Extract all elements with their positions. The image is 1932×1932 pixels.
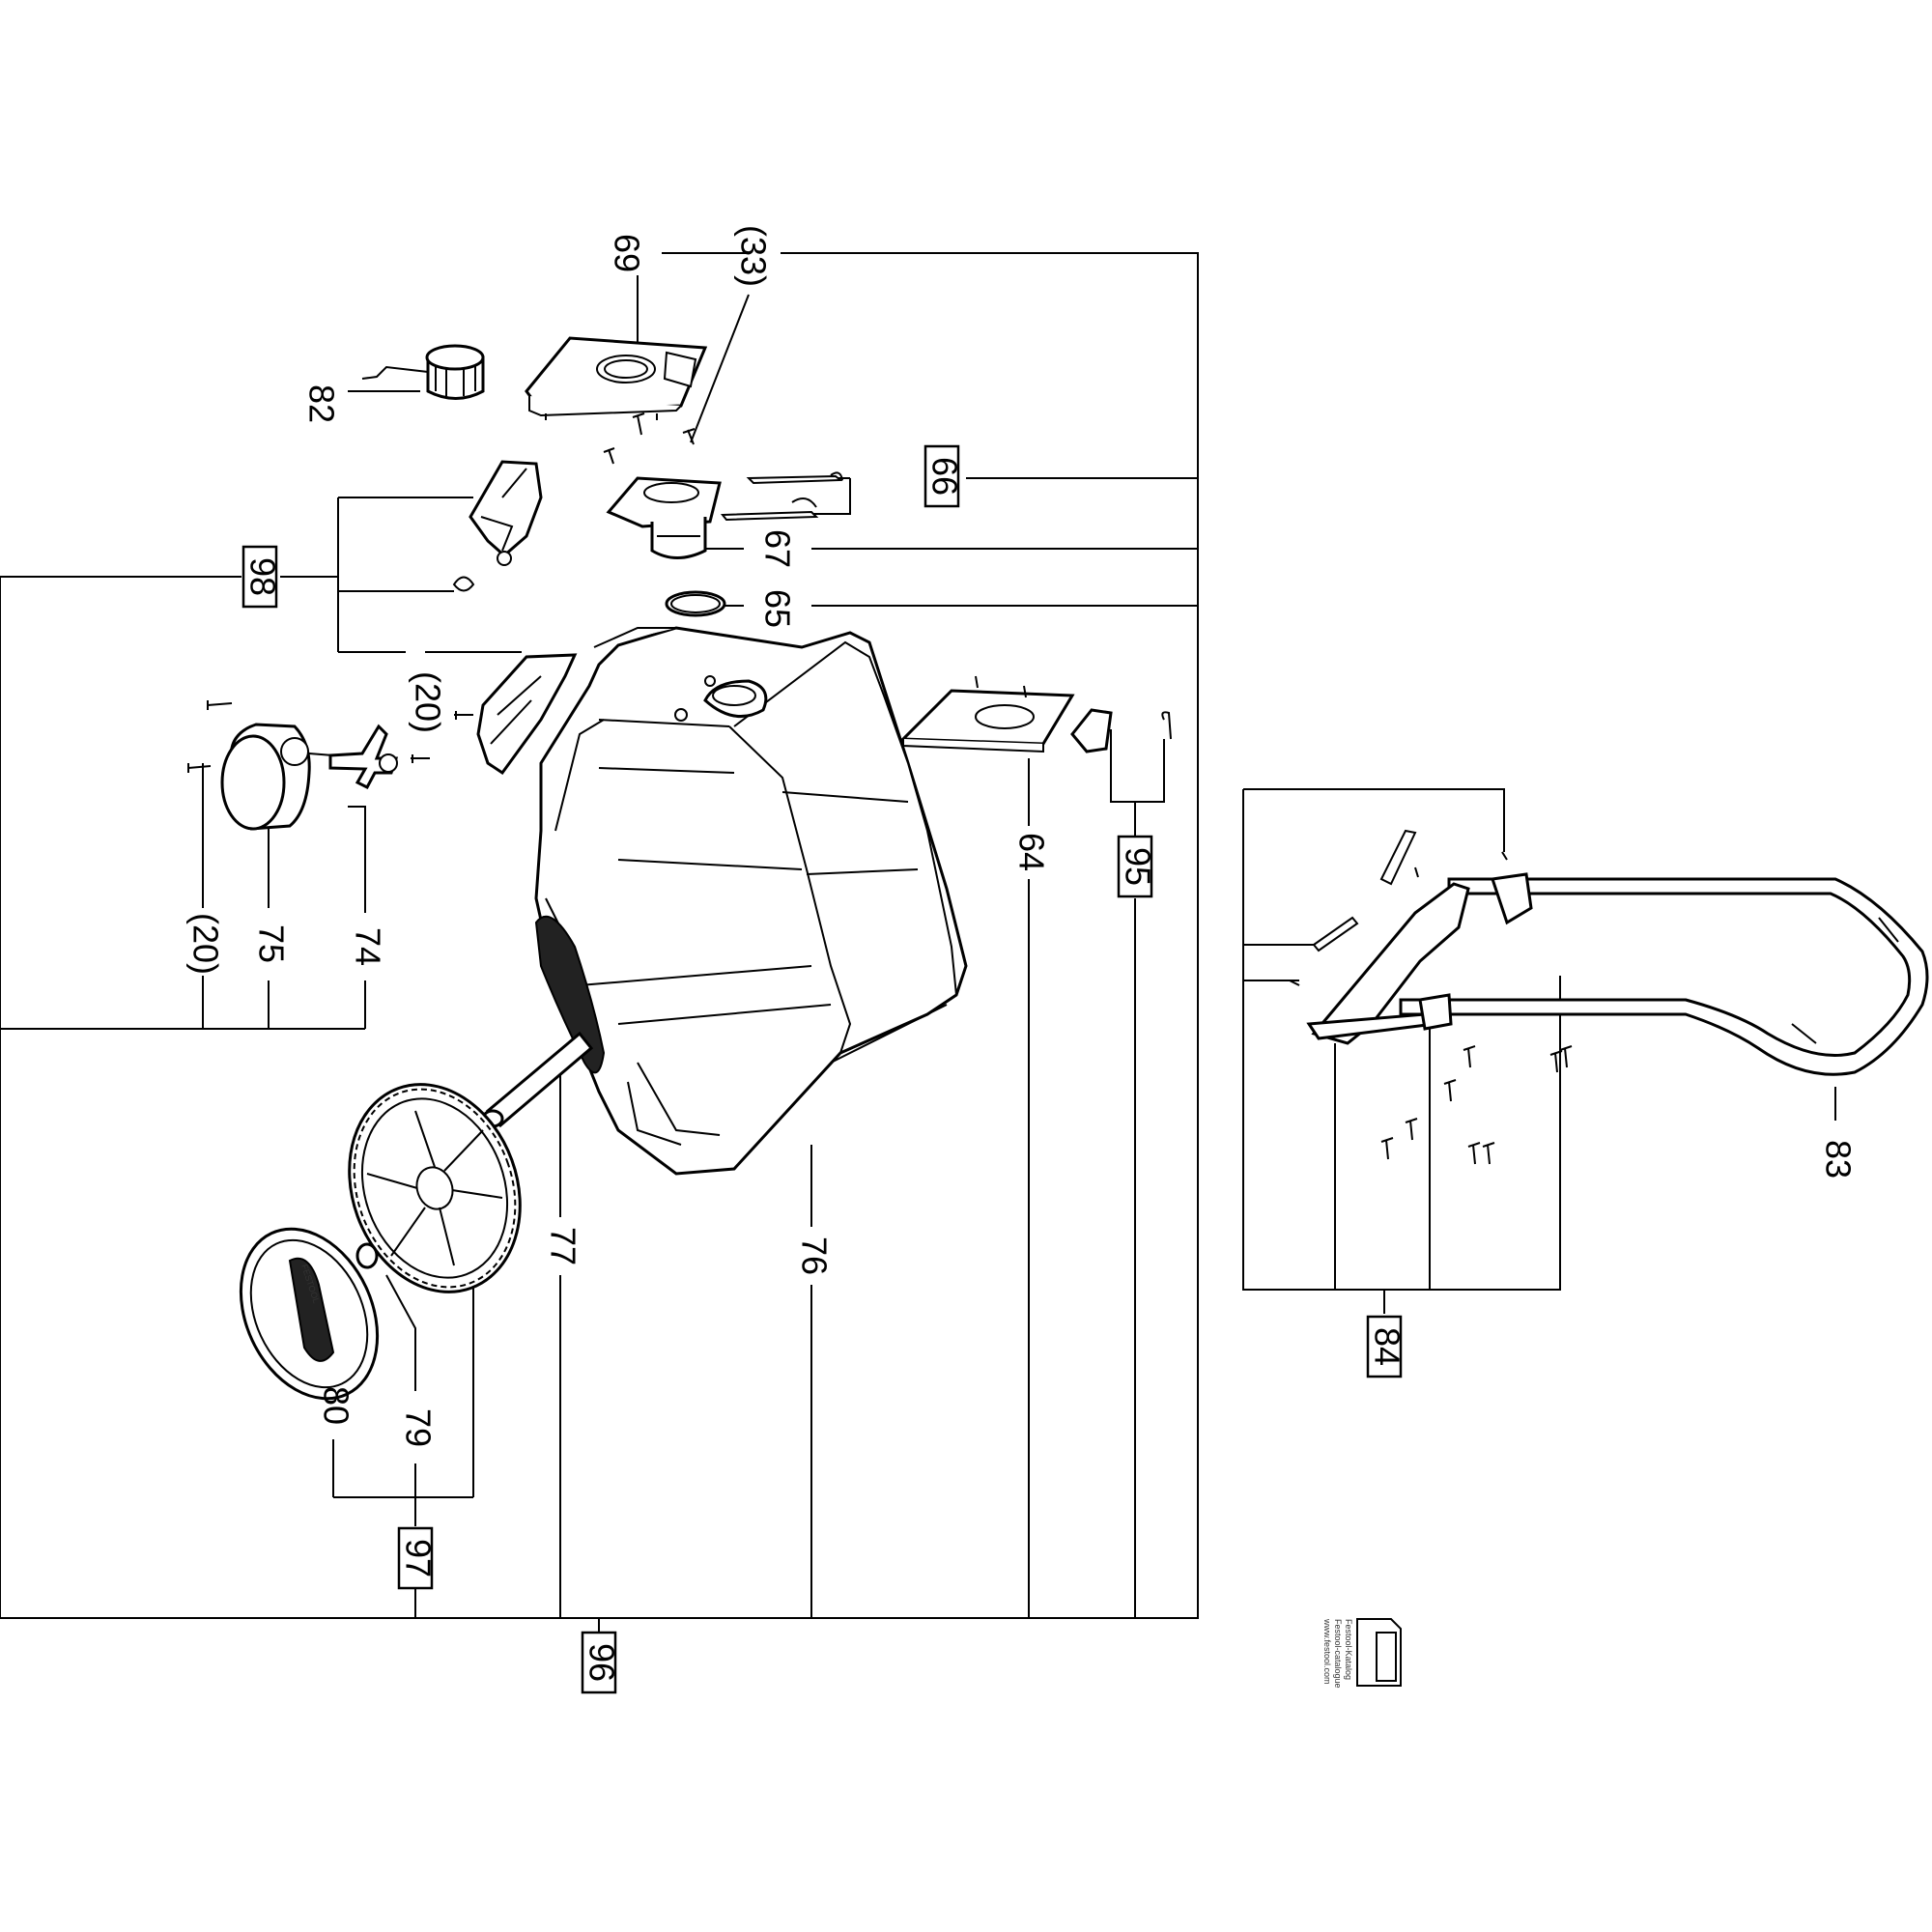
- label-76: 76: [794, 1236, 834, 1275]
- catalogue-book-icon: [1356, 1618, 1402, 1687]
- label-20-bottom: (20): [185, 913, 225, 975]
- screws-group-handle: [1380, 1045, 1573, 1165]
- label-65: 65: [757, 589, 797, 628]
- footer-catalogue-text: Festool-Katalog Festool-catalogue www.fe…: [1322, 1618, 1402, 1689]
- part-84-handle-mount: [1289, 829, 1533, 1045]
- label-82: 82: [301, 384, 341, 423]
- label-75: 75: [251, 924, 291, 963]
- boxed-labels: 66 98 95 97 96 84: [242, 444, 1406, 1694]
- part-74-knob: [328, 724, 399, 789]
- label-98: 98: [242, 557, 282, 596]
- part-76-container-body: [534, 626, 968, 1176]
- box-66: 66: [923, 444, 964, 508]
- label-80: 80: [316, 1386, 355, 1425]
- label-64: 64: [1011, 833, 1051, 871]
- label-69: 69: [607, 234, 646, 272]
- part-67-hose-connector: [606, 476, 722, 559]
- box-97: 97: [397, 1526, 438, 1590]
- part-65-ring: [665, 590, 726, 617]
- box-98: 98: [242, 545, 282, 609]
- part-77-axle: [481, 1031, 594, 1128]
- label-67: 67: [757, 529, 797, 568]
- footer-line-3: www.festool.com: [1322, 1618, 1332, 1685]
- label-97: 97: [398, 1539, 438, 1577]
- part-80-hub-cap: FESTOOL: [239, 1227, 380, 1401]
- label-66: 66: [924, 457, 964, 496]
- part-75-motor-cap: [187, 700, 334, 831]
- box-84: 84: [1366, 1315, 1406, 1378]
- part-64-base-plate: [899, 675, 1075, 753]
- label-83: 83: [1818, 1140, 1858, 1179]
- label-33: (33): [733, 225, 773, 287]
- part-95-latch-and-spring: [1070, 708, 1172, 753]
- footer-line-2: Festool-catalogue: [1333, 1619, 1343, 1689]
- leader-lines: [0, 252, 1836, 1633]
- label-84: 84: [1367, 1327, 1406, 1366]
- part-labels: 69 (33) 82 67 65 (20) (20) 75 74 64 77 7…: [185, 225, 1858, 1447]
- label-79: 79: [398, 1408, 438, 1447]
- part-98-latch-assembly: [452, 460, 543, 592]
- label-74: 74: [348, 927, 387, 966]
- part-82-cap-with-wire: [361, 344, 485, 400]
- box-95: 95: [1117, 835, 1157, 898]
- label-95: 95: [1118, 847, 1157, 886]
- footer-line-1: Festool-Katalog: [1344, 1619, 1353, 1680]
- part-66-clips: [720, 471, 843, 522]
- label-20-top: (20): [408, 671, 447, 733]
- part-rear-wheel: [534, 915, 606, 1074]
- box-96: 96: [581, 1631, 621, 1694]
- part-97-wheel: [348, 1083, 522, 1293]
- part-79-circlip: [355, 1242, 379, 1269]
- label-77: 77: [543, 1227, 582, 1265]
- part-latch-bracket-lower: [411, 653, 578, 776]
- part-69-cover-plate: [525, 336, 708, 420]
- part-83-handle: [1399, 877, 1929, 1076]
- label-96: 96: [582, 1643, 621, 1682]
- screws-group-top: [603, 412, 696, 465]
